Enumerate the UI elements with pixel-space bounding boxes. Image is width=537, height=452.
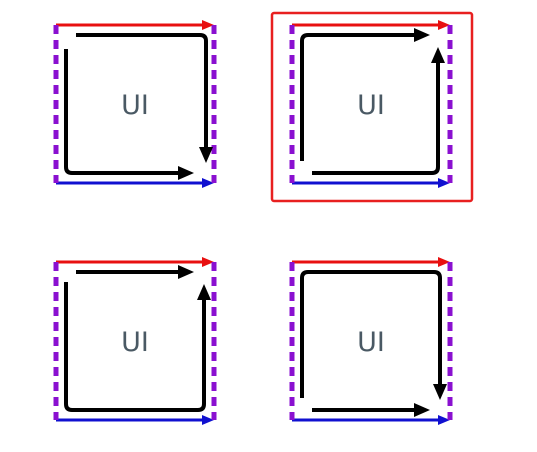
arrow-right-icon [438, 178, 450, 188]
arrow-right-icon [438, 257, 450, 267]
arrow-right-icon [202, 415, 214, 425]
arrow-down-icon [433, 384, 447, 400]
arrow-right-icon [414, 28, 430, 42]
arrow-up-icon [431, 47, 445, 63]
layout-diagram: UI [270, 11, 474, 203]
layout-option-2[interactable]: UI [266, 5, 476, 210]
layout-option-4[interactable]: UI [266, 242, 476, 447]
path-segment [64, 282, 206, 412]
layout-option-1[interactable]: UI [30, 5, 240, 210]
arrow-right-icon [202, 20, 214, 30]
path-segment [300, 270, 442, 398]
arrow-right-icon [414, 403, 430, 417]
layout-option-3[interactable]: UI [30, 242, 240, 447]
arrow-down-icon [199, 147, 213, 163]
arrow-right-icon [438, 415, 450, 425]
layout-diagram: UI [289, 257, 453, 425]
selection-border [270, 11, 474, 203]
arrow-right-icon [438, 20, 450, 30]
option-label: UI [357, 90, 385, 121]
path-segment [300, 33, 416, 161]
layout-diagram: UI [53, 20, 217, 188]
option-label: UI [357, 327, 385, 358]
arrow-right-icon [178, 166, 194, 180]
arrow-up-icon [197, 284, 211, 300]
arrow-right-icon [202, 257, 214, 267]
path-segment [76, 33, 208, 151]
option-label: UI [121, 327, 149, 358]
option-label: UI [121, 90, 149, 121]
arrow-right-icon [178, 265, 194, 279]
layout-diagram: UI [53, 257, 217, 425]
path-segment [64, 49, 180, 175]
path-segment [312, 61, 440, 175]
arrow-right-icon [202, 178, 214, 188]
